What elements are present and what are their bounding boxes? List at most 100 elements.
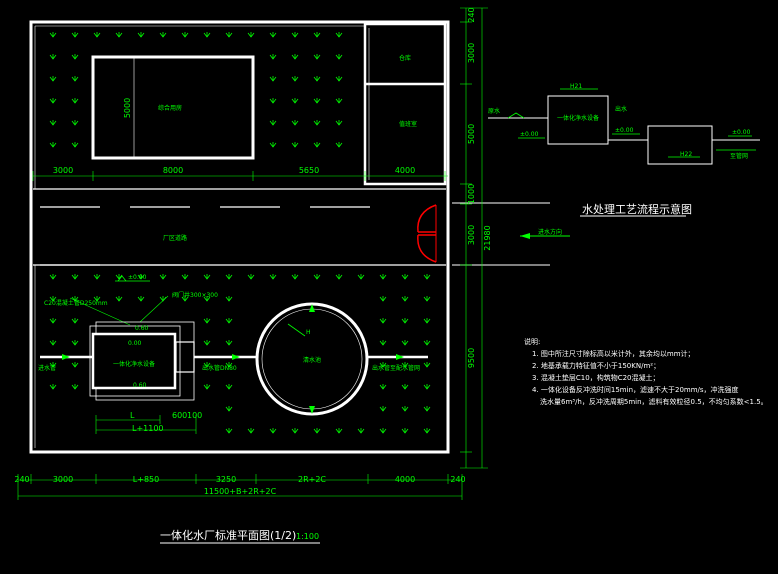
- flow-tank1-h: H21: [570, 83, 582, 90]
- dim-bottom-240-left: 240: [14, 475, 29, 484]
- grass-mark: [225, 428, 233, 434]
- grass-mark: [423, 362, 431, 368]
- grass-mark: [49, 98, 57, 104]
- grass-mark: [269, 76, 277, 82]
- grass-mark: [225, 274, 233, 280]
- dim-right-9500: 9500: [467, 348, 476, 368]
- grass-mark: [269, 120, 277, 126]
- tank-name: 清水池: [303, 356, 321, 364]
- grass-mark: [181, 296, 189, 302]
- grass-mark: [423, 406, 431, 412]
- grass-mark: [71, 54, 79, 60]
- grass-mark: [247, 428, 255, 434]
- grass-mark: [313, 142, 321, 148]
- grass-mark: [423, 384, 431, 390]
- grass-mark: [137, 296, 145, 302]
- dim-top-8000: 8000: [163, 166, 183, 175]
- grass-mark: [71, 142, 79, 148]
- grass-mark: [49, 142, 57, 148]
- grass-mark: [115, 32, 123, 38]
- flow-tank1-name: 一体化净水设备: [557, 114, 599, 122]
- dim-right-3000b: 3000: [467, 225, 476, 245]
- grass-mark: [49, 274, 57, 280]
- grass-mark: [203, 384, 211, 390]
- grass-mark: [423, 428, 431, 434]
- grass-mark: [291, 120, 299, 126]
- grass-mark: [49, 120, 57, 126]
- grass-mark: [159, 32, 167, 38]
- dim-bottom-2R2C: 2R+2C: [298, 475, 326, 484]
- grass-mark: [291, 76, 299, 82]
- flow-in-elev: ±0.00: [520, 131, 539, 138]
- grass-mark: [335, 32, 343, 38]
- grass-mark: [93, 32, 101, 38]
- road-elev-label: ±0.00: [128, 274, 147, 281]
- grass-mark: [71, 76, 79, 82]
- grass-mark: [159, 274, 167, 280]
- dim-bottom-L850: L+850: [133, 475, 159, 484]
- grass-mark: [291, 98, 299, 104]
- grass-mark: [401, 362, 409, 368]
- grass-mark: [247, 32, 255, 38]
- dim-bottom-4000: 4000: [395, 475, 415, 484]
- equipment-pit: 0.00 0.60 0.60 一体化净水设备: [89, 321, 195, 401]
- grass-mark: [49, 296, 57, 302]
- pit-elev-a: 0.60: [135, 325, 149, 332]
- grass-mark: [291, 274, 299, 280]
- grass-mark: [313, 76, 321, 82]
- note-5: 洗水量6m³/h，反冲洗周期5min，滤料有效粒径0.5，不均匀系数<1.5。: [540, 397, 768, 406]
- flow-mid-elev: ±0.00: [615, 127, 634, 134]
- road: 厂区道路: [33, 188, 446, 266]
- bottom-dimension-lines: [17, 474, 463, 500]
- grass-mark: [49, 76, 57, 82]
- clear-water-tank: H 清水池: [255, 302, 369, 416]
- valve-box-label: 阀门井300×300: [172, 291, 218, 299]
- dim-bottom-total: 11500+B+2R+2C: [204, 487, 277, 496]
- flow-in-label: 原水: [488, 107, 500, 115]
- pit-dimensions: [95, 415, 197, 434]
- grass-mark: [203, 362, 211, 368]
- grass-mark: [269, 32, 277, 38]
- grass-mark: [71, 362, 79, 368]
- grass-mark: [313, 54, 321, 60]
- pipe-out-label: 出水管至配水管网: [372, 364, 420, 372]
- dim-right-240: 240: [467, 7, 476, 22]
- road-label: 厂区道路: [163, 234, 187, 242]
- grass-mark: [379, 296, 387, 302]
- grass-mark: [49, 384, 57, 390]
- grass-mark: [49, 318, 57, 324]
- drawing-title: 一体化水厂标准平面图(1/2): [160, 528, 296, 542]
- road-elevation: ±0.00: [115, 274, 150, 282]
- grass-mark: [49, 340, 57, 346]
- grass-mark: [269, 274, 277, 280]
- grass-mark: [203, 32, 211, 38]
- grass-mark: [71, 384, 79, 390]
- main-building: 综合用房 5000: [91, 55, 255, 160]
- dim-top-4000: 4000: [395, 166, 415, 175]
- note-4: 4. 一体化设备反冲洗时间15min，滤速不大于20mm/s，冲洗强度: [532, 385, 739, 394]
- grass-mark: [313, 428, 321, 434]
- grass-mark: [335, 54, 343, 60]
- pit-L-dim: L: [130, 411, 135, 420]
- grass-mark: [181, 32, 189, 38]
- note-3: 3. 混凝土垫层C10，构筑物C20混凝土；: [532, 373, 660, 382]
- tank-h: H: [306, 329, 311, 336]
- grass-mark: [335, 274, 343, 280]
- grass-mark: [335, 98, 343, 104]
- grass-mark: [269, 142, 277, 148]
- grass-mark: [225, 362, 233, 368]
- building-main-label: 综合用房: [158, 104, 182, 112]
- grass-mark: [225, 384, 233, 390]
- grass-mark: [401, 296, 409, 302]
- grass-mark: [71, 274, 79, 280]
- grass-mark: [225, 340, 233, 346]
- dim-right-21980: 21980: [483, 225, 492, 250]
- grass-mark: [137, 274, 145, 280]
- grass-mark: [335, 142, 343, 148]
- pipe-in-label: 进水管: [38, 364, 56, 372]
- side-rooms: 仓库 值班室: [363, 22, 447, 186]
- grass-mark: [313, 274, 321, 280]
- grass-mark: [203, 274, 211, 280]
- grass-mark: [225, 318, 233, 324]
